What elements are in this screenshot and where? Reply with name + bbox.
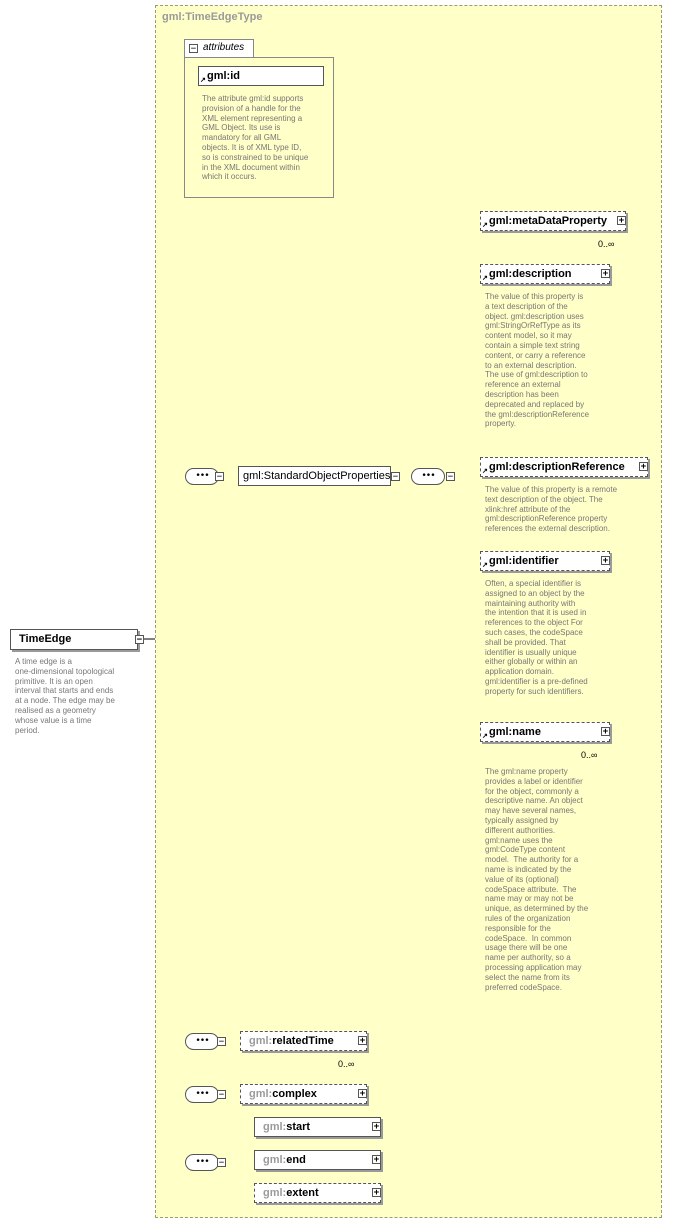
sequence-compositor[interactable]: •••: [185, 1033, 219, 1050]
element-name: gml:description: [489, 268, 572, 280]
element-name-text: The gml:name property provides a label o…: [485, 767, 589, 992]
element-name: gml:metaDataProperty: [489, 215, 607, 227]
element-identifier-text: Often, a special identifier is assigned …: [485, 579, 588, 696]
attributes-panel: [184, 57, 334, 198]
collapse-icon[interactable]: −: [135, 635, 144, 645]
collapse-icon[interactable]: −: [217, 1037, 226, 1047]
collapse-icon[interactable]: −: [215, 472, 224, 482]
expand-icon[interactable]: +: [601, 727, 610, 737]
sequence-icon: •••: [421, 471, 435, 481]
expand-icon[interactable]: +: [639, 462, 648, 472]
element-prefix: gml:: [263, 1121, 287, 1133]
element-descriptionreference[interactable]: ↗ gml:descriptionReference +: [480, 457, 648, 477]
element-metadataproperty[interactable]: ↗ gml:metaDataProperty +: [480, 211, 626, 231]
attributes-tab[interactable]: − attributes: [184, 39, 254, 57]
element-start[interactable]: gml:start +: [254, 1117, 381, 1137]
collapse-icon[interactable]: −: [217, 1090, 226, 1100]
element-name: gml:name: [489, 726, 541, 738]
root-element-timeedge[interactable]: TimeEdge −: [10, 629, 144, 650]
sequence-compositor[interactable]: •••: [185, 468, 219, 485]
sequence-compositor[interactable]: •••: [185, 1086, 219, 1103]
expand-icon[interactable]: +: [601, 269, 610, 279]
complex-type-title: gml:TimeEdgeType: [162, 11, 263, 23]
element-prefix: gml:: [263, 1187, 287, 1199]
reference-arrow-icon: ↗: [482, 562, 488, 569]
element-prefix: gml:: [249, 1035, 273, 1047]
cardinality: 0..∞: [598, 239, 615, 249]
sequence-icon: •••: [195, 1157, 209, 1167]
reference-arrow-icon: ↗: [482, 222, 488, 229]
attribute-gml-id[interactable]: ↗ gml:id: [198, 66, 324, 86]
expand-icon[interactable]: +: [372, 1188, 381, 1198]
collapse-icon[interactable]: −: [391, 472, 400, 482]
reference-arrow-icon: ↗: [482, 733, 488, 740]
root-description: A time edge is a one-dimensional topolog…: [15, 657, 115, 735]
expand-icon[interactable]: +: [358, 1036, 367, 1046]
attribute-gml-id-description: The attribute gml:id supports provision …: [202, 94, 309, 182]
sequence-compositor[interactable]: •••: [411, 468, 445, 485]
element-extent[interactable]: gml:extent +: [254, 1183, 381, 1203]
root-element-name: TimeEdge: [19, 633, 72, 645]
reference-arrow-icon: ↗: [200, 77, 206, 84]
element-name-gml-name[interactable]: ↗ gml:name +: [480, 722, 610, 742]
element-description-text: The value of this property is a text des…: [485, 292, 590, 429]
element-complex[interactable]: gml:complex +: [240, 1084, 367, 1104]
attribute-gml-id-name: gml:id: [207, 70, 240, 82]
group-standard-object-properties[interactable]: gml:StandardObjectProperties: [238, 466, 391, 486]
element-name: end: [286, 1154, 306, 1166]
reference-arrow-icon: ↗: [482, 275, 488, 282]
element-name: gml:identifier: [489, 555, 559, 567]
element-description[interactable]: ↗ gml:description +: [480, 264, 610, 284]
collapse-icon[interactable]: −: [217, 1158, 226, 1168]
expand-icon[interactable]: +: [617, 216, 626, 226]
reference-arrow-icon: ↗: [482, 468, 488, 475]
element-name: complex: [272, 1088, 317, 1100]
collapse-icon[interactable]: −: [189, 44, 198, 54]
expand-icon[interactable]: +: [372, 1122, 381, 1132]
group-name: gml:StandardObjectProperties: [243, 470, 391, 482]
cardinality: 0..∞: [338, 1059, 355, 1069]
sequence-icon: •••: [195, 1089, 209, 1099]
element-identifier[interactable]: ↗ gml:identifier +: [480, 551, 610, 571]
expand-icon[interactable]: +: [358, 1089, 367, 1099]
element-name: relatedTime: [272, 1035, 334, 1047]
cardinality: 0..∞: [581, 750, 598, 760]
element-descriptionreference-text: The value of this property is a remote t…: [485, 485, 618, 534]
complex-type-container: [155, 5, 662, 1218]
element-prefix: gml:: [249, 1088, 273, 1100]
element-name: extent: [286, 1187, 319, 1199]
collapse-icon[interactable]: −: [446, 472, 455, 482]
element-name: gml:descriptionReference: [489, 461, 625, 473]
attributes-tab-label: attributes: [203, 42, 245, 53]
element-end[interactable]: gml:end +: [254, 1150, 381, 1170]
sequence-icon: •••: [195, 471, 209, 481]
element-name: start: [286, 1121, 311, 1133]
sequence-compositor[interactable]: •••: [185, 1154, 219, 1171]
expand-icon[interactable]: +: [601, 556, 610, 566]
sequence-icon: •••: [195, 1036, 209, 1046]
expand-icon[interactable]: +: [372, 1155, 381, 1165]
element-relatedtime[interactable]: gml:relatedTime +: [240, 1031, 367, 1051]
element-prefix: gml:: [263, 1154, 287, 1166]
